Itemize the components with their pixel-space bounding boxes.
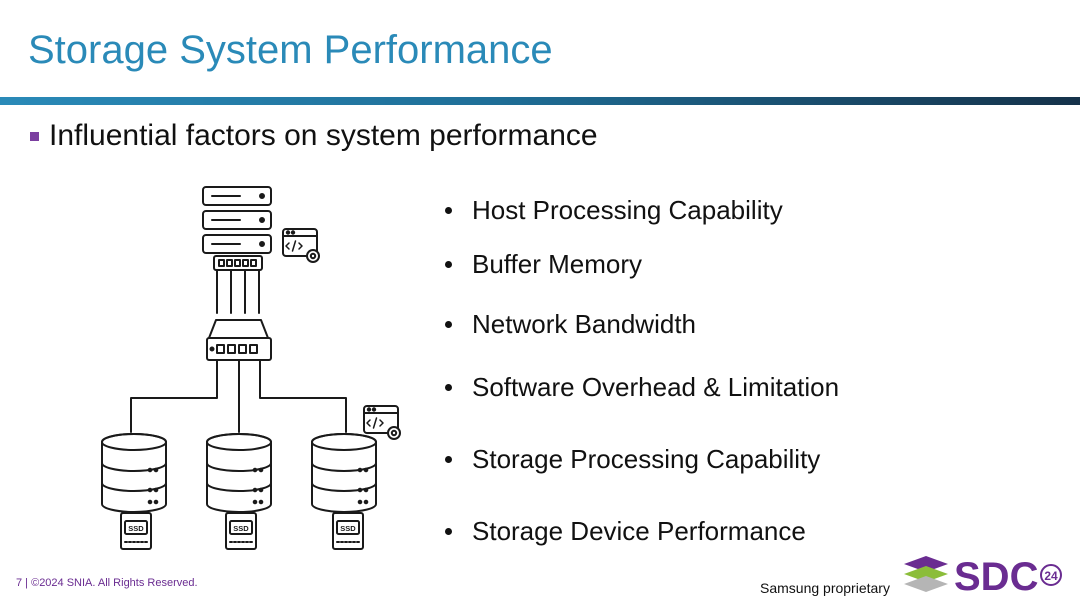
bullet-dot-icon xyxy=(445,456,452,463)
logo-badge: 24 xyxy=(1044,569,1058,583)
ssd-label: SSD xyxy=(128,524,144,533)
factor-label: Buffer Memory xyxy=(472,249,643,279)
square-bullet-icon xyxy=(30,131,39,141)
factor-item: Storage Device Performance xyxy=(445,516,806,547)
factor-label: Storage Processing Capability xyxy=(472,444,821,474)
slide-subtitle: Influential factors on system performanc… xyxy=(49,119,598,152)
factor-list: Host Processing Capability Buffer Memory… xyxy=(445,0,1045,560)
storage-server-icon xyxy=(101,433,167,513)
factor-label: Network Bandwidth xyxy=(472,309,696,339)
factor-item: Buffer Memory xyxy=(445,249,642,280)
network-switch-icon xyxy=(206,319,272,361)
code-settings-icon xyxy=(363,405,401,440)
factor-item: Software Overhead & Limitation xyxy=(445,372,839,403)
factor-label: Host Processing Capability xyxy=(472,195,783,225)
code-settings-icon xyxy=(282,228,320,263)
factor-item: Storage Processing Capability xyxy=(445,444,820,475)
factor-label: Storage Device Performance xyxy=(472,516,806,546)
host-server-icon xyxy=(202,186,272,271)
slide-title: Storage System Performance xyxy=(28,28,553,72)
ssd-label: SSD xyxy=(233,524,249,533)
storage-system-diagram: SSD SSD SSD xyxy=(101,186,401,550)
factor-label: Software Overhead & Limitation xyxy=(472,372,840,402)
footer-proprietary: Samsung proprietary xyxy=(760,580,890,596)
bullet-dot-icon xyxy=(445,528,452,535)
ssd-icon xyxy=(332,512,364,550)
ssd-icon xyxy=(120,512,152,550)
bullet-dot-icon xyxy=(445,207,452,214)
title-divider xyxy=(0,97,1080,105)
bullet-dot-icon xyxy=(445,261,452,268)
ssd-label: SSD xyxy=(340,524,356,533)
subtitle-row: Influential factors on system performanc… xyxy=(30,118,598,154)
factor-item: Network Bandwidth xyxy=(445,309,696,340)
bullet-dot-icon xyxy=(445,321,452,328)
sdc-logo: SDC 24 xyxy=(904,555,1062,598)
storage-server-icon xyxy=(311,433,377,513)
ssd-icon xyxy=(225,512,257,550)
bullet-dot-icon xyxy=(445,384,452,391)
footer-copyright: 7 | ©2024 SNIA. All Rights Reserved. xyxy=(16,577,198,589)
logo-text: SDC xyxy=(954,555,1038,598)
storage-server-icon xyxy=(206,433,272,513)
factor-item: Host Processing Capability xyxy=(445,195,783,226)
